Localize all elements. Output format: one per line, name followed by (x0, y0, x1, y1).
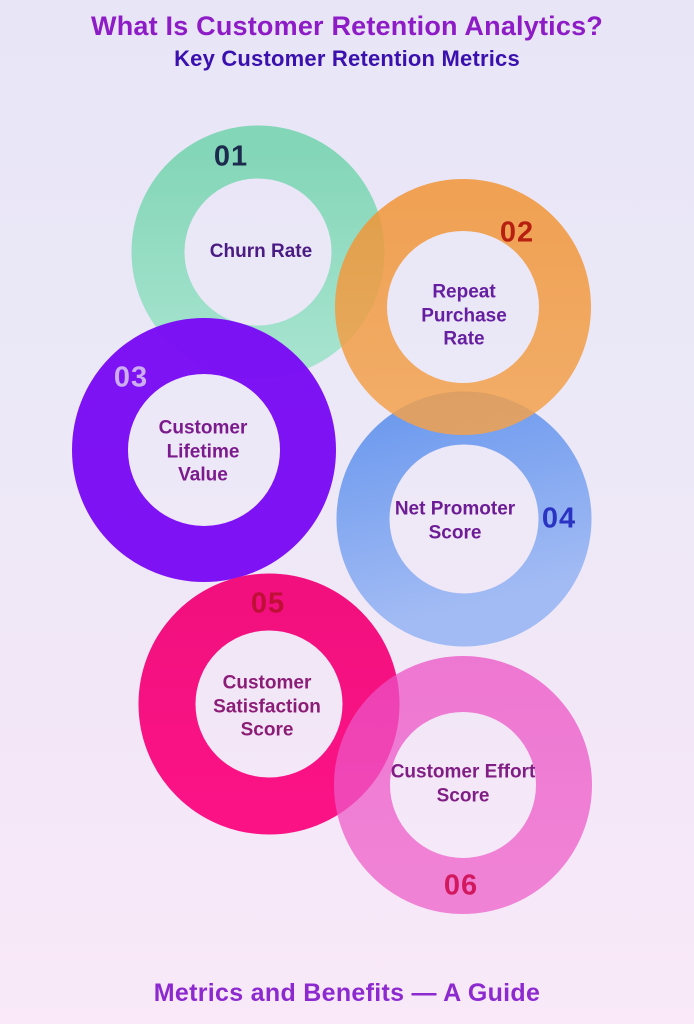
metric-number-06: 06 (443, 869, 479, 902)
metric-label-customer-effort-score: Customer Effort Score (390, 761, 536, 806)
page-subtitle: Key Customer Retention Metrics (174, 46, 520, 72)
footer: Metrics and Benefits — A Guide (0, 979, 694, 1008)
ring-03-customer-lifetime-value (72, 318, 336, 582)
ring-02-repeat-purchase-rate (335, 179, 591, 435)
metric-number-04: 04 (541, 502, 577, 535)
metric-number-03: 03 (113, 361, 149, 394)
metric-label-net-promoter-score: Net Promoter Score (394, 498, 516, 543)
metric-label-churn-rate: Churn Rate (209, 241, 313, 263)
page-title: What Is Customer Retention Analytics? (91, 11, 603, 41)
metric-label-customer-satisfaction-score: Customer Satisfaction Score (213, 672, 321, 741)
metric-label-repeat-purchase-rate: Repeat Purchase Rate (421, 281, 507, 350)
metric-number-02: 02 (499, 216, 535, 249)
ring-06-customer-effort-score (334, 656, 592, 914)
footer-caption: Metrics and Benefits — A Guide (153, 979, 541, 1007)
metric-number-05: 05 (250, 587, 286, 620)
header: What Is Customer Retention Analytics? Ke… (0, 0, 694, 72)
metric-label-customer-lifetime-value: Customer Lifetime Value (158, 417, 248, 486)
metric-number-01: 01 (213, 140, 249, 173)
